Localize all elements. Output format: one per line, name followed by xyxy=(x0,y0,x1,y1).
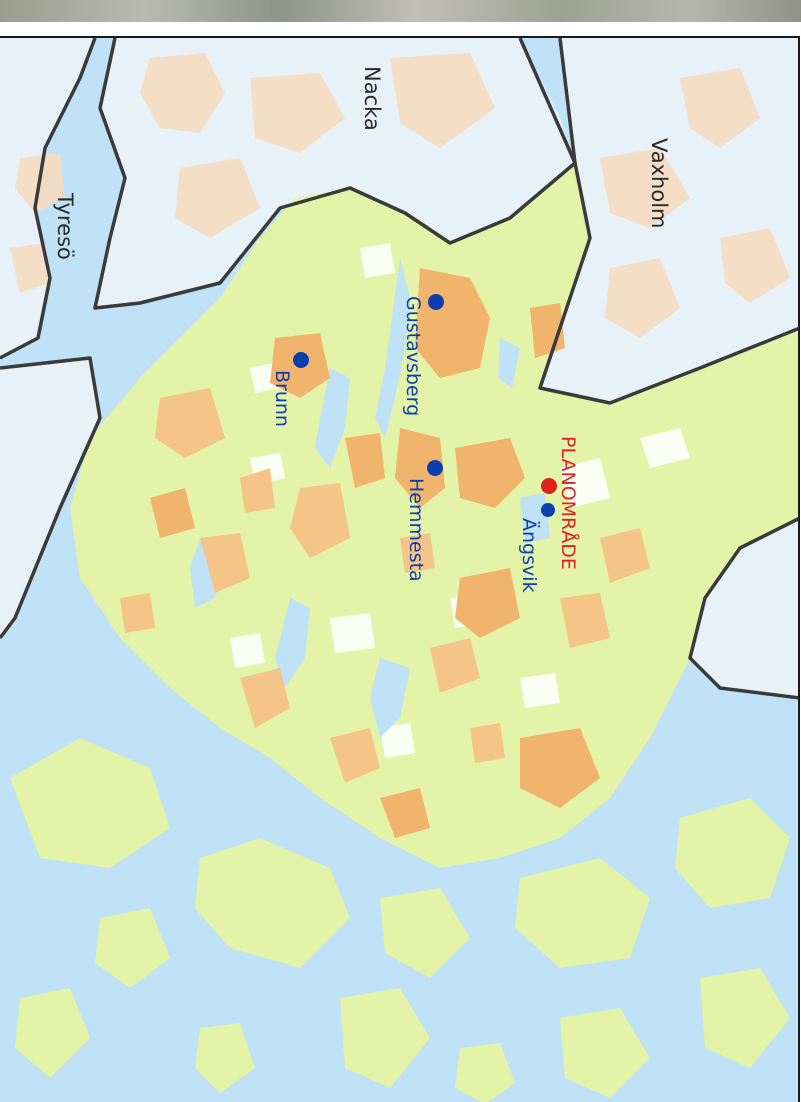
neighbour-region-southwest xyxy=(0,358,100,638)
blue-dot-icon xyxy=(428,294,444,310)
plan-area-label: PLANOMRÅDE xyxy=(557,436,580,570)
municipality-label-nacka: Nacka xyxy=(360,66,384,131)
municipality-label-vaxholm: Vaxholm xyxy=(647,138,671,228)
map-canvas: Nacka Vaxholm Tyresö Gustavsberg Brunn H… xyxy=(0,38,798,1102)
blue-dot-icon xyxy=(427,460,443,476)
place-label-angsvik: Ängsvik xyxy=(518,518,541,593)
blue-dot-icon xyxy=(293,352,309,368)
neighbour-region-east xyxy=(690,519,798,698)
map-frame: Nacka Vaxholm Tyresö Gustavsberg Brunn H… xyxy=(0,36,800,1102)
blue-dot-icon xyxy=(541,503,555,517)
place-label-brunn: Brunn xyxy=(271,370,293,427)
neighbour-urban-areas xyxy=(10,53,790,338)
place-label-hemmesta: Hemmesta xyxy=(405,478,427,582)
place-label-gustavsberg: Gustavsberg xyxy=(402,296,424,416)
red-dot-icon xyxy=(541,478,557,494)
inner-water xyxy=(190,258,550,738)
islands xyxy=(10,738,790,1102)
aerial-photo-strip xyxy=(0,0,801,22)
municipality-label-tyreso: Tyresö xyxy=(53,192,77,260)
municipal-borders xyxy=(0,38,798,700)
